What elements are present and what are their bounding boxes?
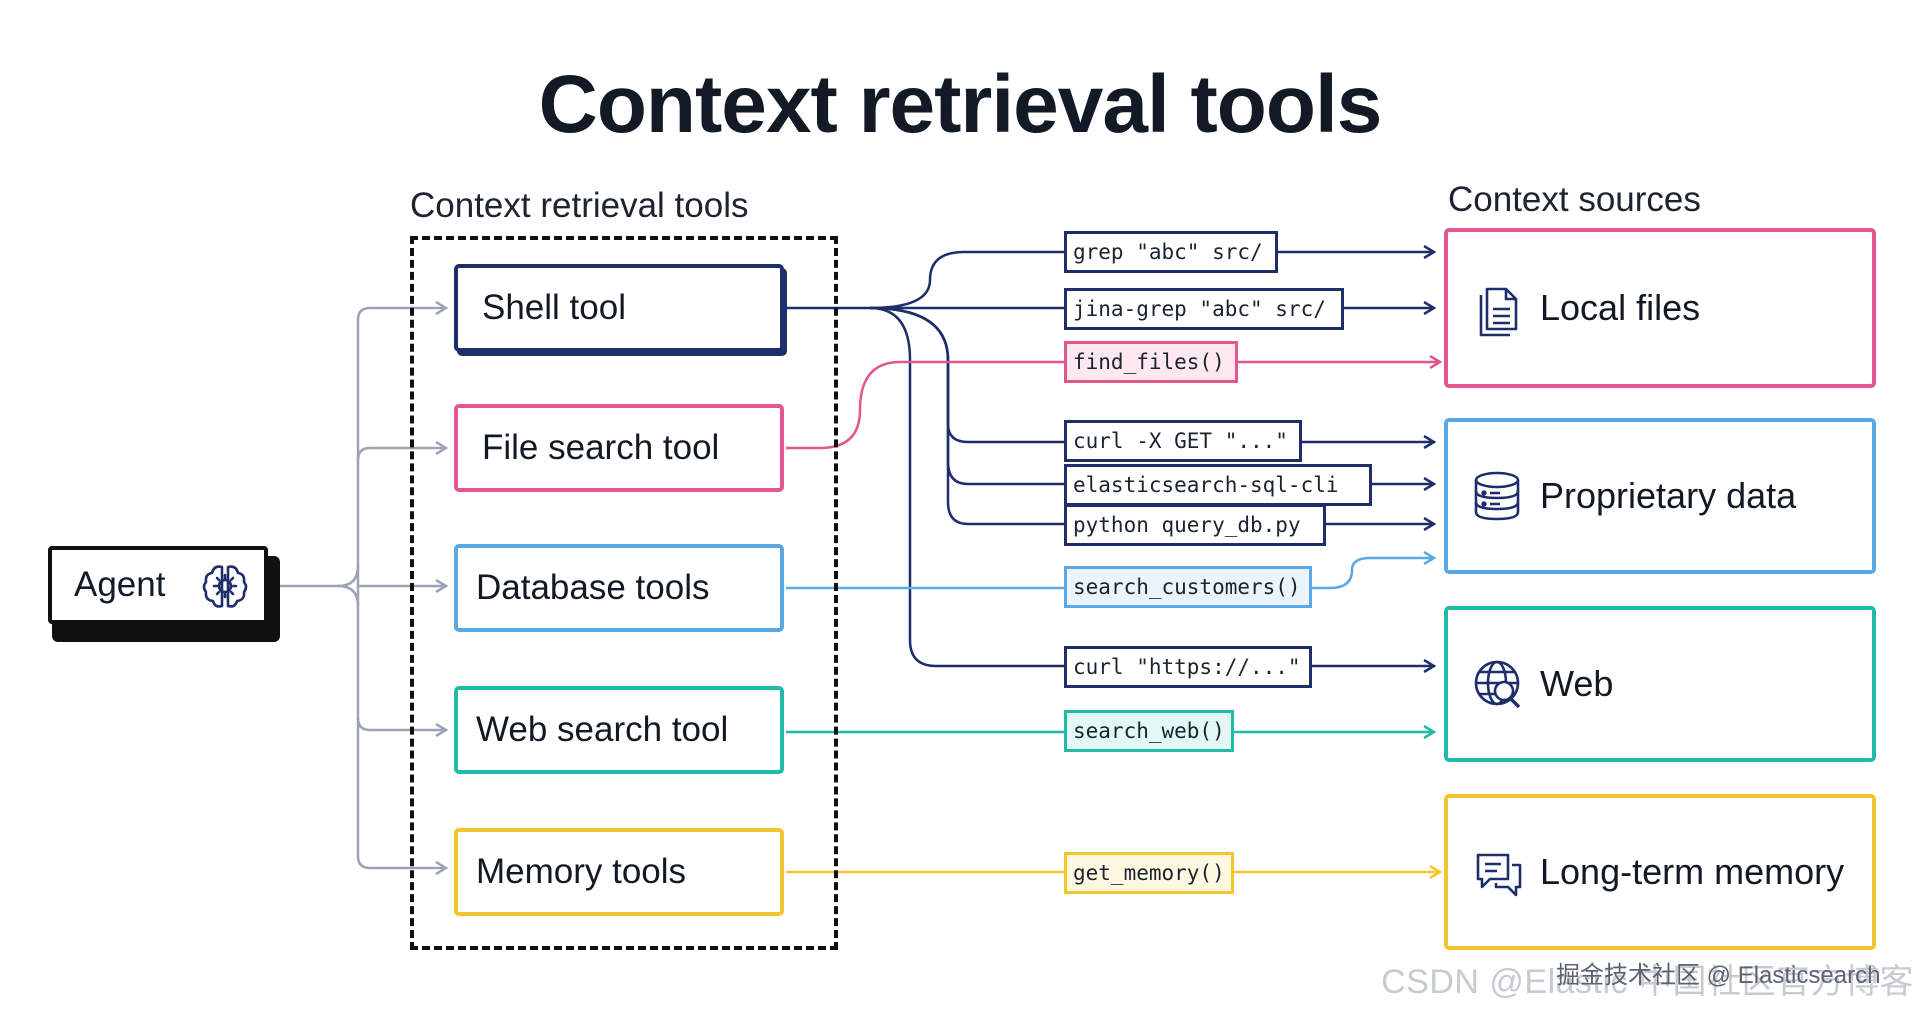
file-search-tool-label: File search tool [482, 428, 720, 467]
chat-bubbles-icon [1476, 853, 1522, 897]
web-search-tool-node: Web search tool [454, 686, 784, 774]
cmd-get-memory: get_memory() [1064, 852, 1234, 894]
page-title: Context retrieval tools [538, 59, 1383, 150]
database-tools-node: Database tools [454, 544, 784, 632]
document-icon [1479, 287, 1518, 337]
sources-heading: Context sources [1448, 180, 1701, 219]
source-long-term-memory-label: Long-term memory [1540, 851, 1845, 892]
source-proprietary-data: Proprietary data [1444, 418, 1876, 574]
globe-search-icon [1474, 660, 1521, 709]
agent-label: Agent [74, 565, 166, 604]
source-long-term-memory: Long-term memory [1444, 794, 1876, 950]
agent-node: Agent [48, 546, 280, 642]
memory-tools-label: Memory tools [476, 852, 687, 891]
shell-tool-node: Shell tool [454, 264, 784, 352]
brain-gear-icon [202, 565, 248, 608]
cmd-curl-get: curl -X GET "..." [1064, 420, 1302, 462]
file-search-tool-node: File search tool [454, 404, 784, 492]
cmd-curl-https: curl "https://..." [1064, 646, 1312, 688]
source-proprietary-data-label: Proprietary data [1540, 475, 1797, 516]
source-local-files: Local files [1444, 228, 1876, 388]
agent-box: Agent [48, 546, 268, 624]
shell-connectors [786, 252, 1434, 666]
tools-group-frame [410, 236, 838, 950]
watermark-overlay: 掘金技术社区 @ Elasticsearch [1556, 962, 1881, 989]
source-web-label: Web [1540, 663, 1614, 704]
shell-tool-label: Shell tool [482, 288, 626, 327]
database-icon [1474, 471, 1520, 521]
source-web: Web [1444, 606, 1876, 762]
memory-tools-node: Memory tools [454, 828, 784, 916]
database-connector [786, 558, 1434, 590]
source-local-files-label: Local files [1540, 287, 1701, 328]
cmd-find-files: find_files() [1064, 341, 1238, 383]
watermark: CSDN @Elastic 中国社区官方博客 [1381, 963, 1914, 1001]
cmd-grep: grep "abc" src/ [1064, 231, 1278, 273]
cmd-python-query-db: python query_db.py [1064, 504, 1326, 546]
cmd-jina-grep: jina-grep "abc" src/ [1064, 288, 1344, 330]
cmd-search-web: search_web() [1064, 710, 1234, 752]
database-tools-label: Database tools [476, 568, 710, 607]
tools-heading: Context retrieval tools [410, 186, 749, 225]
web-search-tool-label: Web search tool [476, 710, 729, 749]
cmd-elasticsearch-sql-cli: elasticsearch-sql-cli [1064, 464, 1372, 506]
agent-connectors [272, 308, 446, 868]
cmd-search-customers: search_customers() [1064, 566, 1312, 608]
